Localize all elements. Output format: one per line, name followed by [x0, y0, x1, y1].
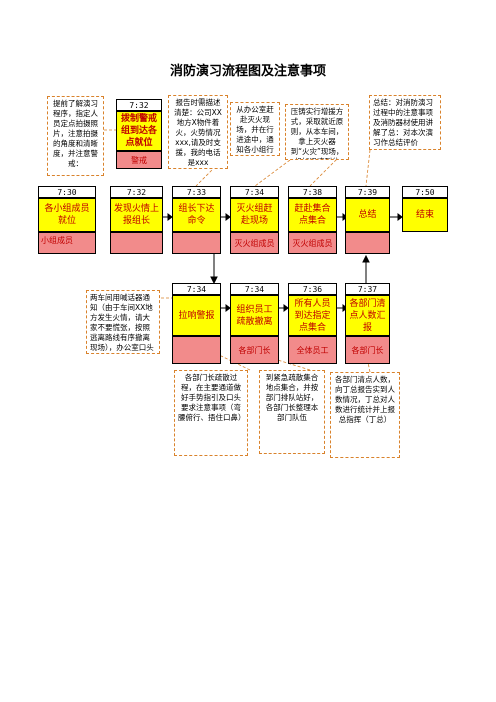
step-headcount: 各部门清点人数汇报 — [345, 295, 390, 336]
time-headcount: 7:37 — [345, 283, 390, 295]
time-end: 7:50 — [402, 186, 448, 198]
time-evacuate: 7:34 — [230, 283, 279, 295]
role-members-ready: 小组成员 — [38, 232, 96, 254]
role-assemble: 灭火组成员 — [288, 232, 337, 254]
time-report-leader: 7:32 — [110, 186, 163, 198]
time-all-assemble: 7:36 — [288, 283, 337, 295]
note-summary: 总结：对消防演习过程中的注意事项及消防器材使用讲解了总：对本次演习作总结评价 — [369, 95, 441, 150]
role-summary — [345, 232, 390, 254]
step-alarm: 拉响警报 — [172, 295, 221, 336]
step-fire-team-go: 灭火组赶赴现场 — [230, 198, 279, 232]
time-alarm: 7:34 — [172, 283, 221, 295]
step-assemble: 赶赴集合点集合 — [288, 198, 337, 232]
note-photography: 提前了解演习程序，指定人员定点拍摄照片，注意拍摄的角度和清晰度，并注意警戒： — [47, 96, 104, 176]
note-headcount: 各部门清点人数，向丁总报告实到人数情况，丁总对人数进行统计并上报总指挥（丁总） — [330, 372, 400, 458]
step-warning-group: 拨制警戒组到达各点就位 — [116, 111, 162, 151]
note-reinforcement: 压铸实行增援方式，采取就近原则，从本车间，拿上灭火器到“火灾”现场，机加迅速到位 — [285, 104, 349, 160]
step-all-assemble: 所有人员到达指定点集合 — [288, 295, 337, 336]
note-broadcast: 两车间用喊话器通知（由于车间XX地方发生火情，请大家不要慌张，按照逃离路线有序撤… — [86, 290, 160, 354]
step-evacuate: 组织员工疏散撤离 — [230, 295, 279, 336]
time-summary: 7:39 — [345, 186, 390, 198]
note-assembly: 到紧急疏散集合地点集合，并按部门排队站好，各部门长整理本部门队伍 — [259, 370, 325, 454]
note-evacuation-guide: 各部门长疏散过程，在主要通道做好手势指引及口头要求注意事项（弯腰俯行、捂住口鼻） — [174, 370, 248, 456]
time-assemble: 7:38 — [288, 186, 337, 198]
role-warning-group: 警戒 — [116, 151, 162, 169]
step-report-leader: 发现火情上报组长 — [110, 198, 163, 232]
step-leader-order: 组长下达命令 — [172, 198, 221, 232]
role-all-assemble: 全体员工 — [288, 336, 337, 364]
time-leader-order: 7:33 — [172, 186, 221, 198]
step-summary: 总结 — [345, 198, 390, 232]
role-report-leader — [110, 232, 163, 254]
note-report-fire: 报告时需描述清楚：公司XX地方X物件着火，火势情况xxx,请及时支援，我的电话是… — [168, 95, 228, 169]
role-headcount: 各部门长 — [345, 336, 390, 364]
role-fire-team-go: 灭火组成员 — [230, 232, 279, 254]
step-end: 结束 — [402, 198, 448, 232]
role-alarm — [172, 336, 221, 364]
time-fire-team-go: 7:34 — [230, 186, 279, 198]
note-rush-to-site: 从办公室赶赴灭火现场，并在行进途中，通知各小组行动 — [230, 102, 280, 156]
role-leader-order — [172, 232, 221, 254]
time-members-ready: 7:30 — [38, 186, 96, 198]
page-title: 消防演习流程图及注意事项 — [169, 64, 326, 79]
role-evacuate: 各部门长 — [230, 336, 279, 364]
step-members-ready: 各小组成员就位 — [38, 198, 96, 232]
time-warning-group: 7:32 — [116, 99, 162, 111]
